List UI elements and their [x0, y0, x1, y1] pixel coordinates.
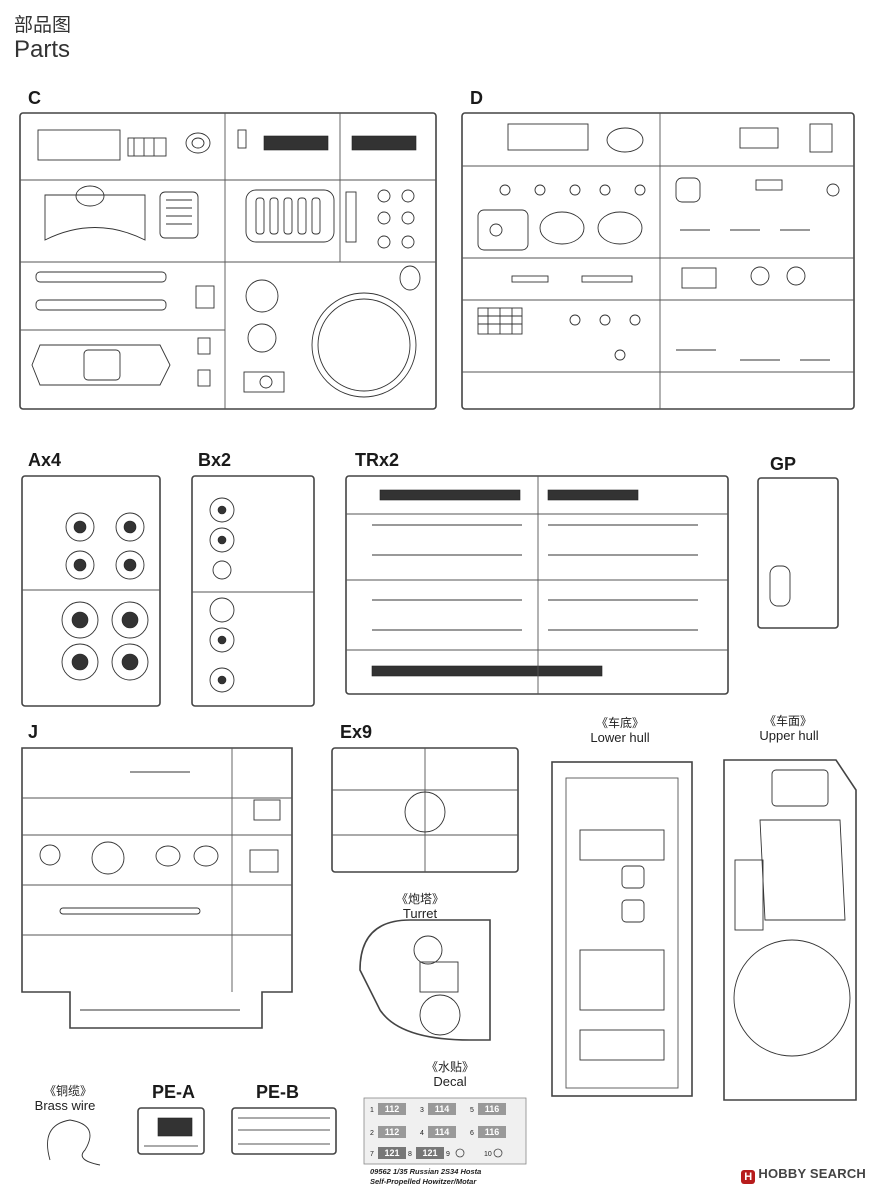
decal-number: 1: [370, 1107, 374, 1114]
decal-mark: [378, 1147, 406, 1159]
sprue-a: [21, 475, 161, 707]
sprue-label-j: J: [28, 722, 39, 742]
turret-label-en: Turret: [402, 906, 438, 921]
pe-b-label: PE-B: [256, 1082, 300, 1102]
decal-mark: [478, 1103, 506, 1115]
sprue-e: [331, 747, 519, 873]
decal-mark: [416, 1147, 444, 1159]
upper-hull-label-cn: 《车面》: [763, 714, 812, 728]
sprue-c: [19, 112, 437, 410]
decal-caption-1: 09562 1/35 Russian 2S34 Hosta: [370, 1167, 481, 1176]
lower-hull-label-cn: 《车底》: [595, 716, 644, 730]
sprue-label-a: Ax4: [28, 450, 62, 470]
sprue-label-b: Bx2: [198, 450, 232, 470]
decal-label-en: Decal: [433, 1074, 467, 1089]
sprue-label-gp: GP: [770, 454, 797, 474]
decal-number: 9: [446, 1151, 450, 1158]
lower-hull-label-en: Lower hull: [590, 730, 650, 745]
decal-number: 7: [370, 1151, 374, 1158]
header-title-cn: 部品图: [14, 15, 72, 36]
header-title-en: Parts: [14, 36, 71, 63]
upper-hull-part: [723, 759, 857, 1101]
pe-b-fret: [231, 1107, 337, 1155]
sprue-label-d: D: [470, 88, 483, 108]
turret-part: [359, 919, 491, 1041]
upper-hull-label-en: Upper hull: [759, 728, 819, 743]
decal-caption-2: Self-Propelled Howitzer/Motar: [370, 1177, 477, 1186]
decal-mark-text: 114: [435, 1127, 450, 1137]
pe-a-label: PE-A: [152, 1082, 196, 1102]
watermark-text: HOBBY SEARCH: [758, 1166, 866, 1181]
decal-roundel: [455, 1148, 465, 1158]
decal-mark-text: 121: [384, 1148, 399, 1158]
decal-number: 4: [420, 1130, 424, 1137]
decal-mark-text: 112: [385, 1104, 400, 1114]
turret-label-cn: 《炮塔》: [395, 892, 444, 906]
decal-label-cn: 《水贴》: [425, 1060, 474, 1074]
decal-roundel: [493, 1148, 503, 1158]
decal-mark-text: 114: [435, 1104, 450, 1114]
sprue-label-tr: TRx2: [355, 450, 400, 470]
decal-mark: [428, 1103, 456, 1115]
sprue-j: [21, 747, 293, 1029]
decal-mark: [378, 1103, 406, 1115]
brass-label-en: Brass wire: [34, 1098, 96, 1113]
pe-a-fret: [137, 1107, 205, 1155]
sprue-label-c: C: [28, 88, 41, 108]
decal-number: 5: [470, 1107, 474, 1114]
decal-items: 1 112 3 114 5 116 2 112 4 114 6 116 7 121 8 121 9 10: [370, 1103, 506, 1159]
decal-mark: [378, 1126, 406, 1138]
brass-label-cn: 《铜缆》: [43, 1084, 92, 1098]
decal-mark: [478, 1126, 506, 1138]
brass-wire: [47, 1119, 101, 1166]
decal-number: 3: [420, 1107, 424, 1114]
decal-mark-text: 112: [385, 1127, 400, 1137]
sprue-label-e: Ex9: [340, 722, 373, 742]
sprue-gp: [757, 477, 839, 629]
decal-mark-text: 116: [485, 1104, 500, 1114]
decal-number: 8: [408, 1151, 412, 1158]
decal-number: 10: [484, 1151, 492, 1158]
decal-number: 6: [470, 1130, 474, 1137]
sprue-tr: [345, 475, 729, 695]
sprue-b: [191, 475, 315, 707]
lower-hull-part: [551, 761, 693, 1097]
decal-number: 2: [370, 1130, 374, 1137]
decal-mark: [428, 1126, 456, 1138]
decal-mark-text: 121: [422, 1148, 437, 1158]
decal-mark-text: 116: [485, 1127, 500, 1137]
hobbysearch-logo-icon: H: [741, 1170, 756, 1184]
sprue-d: [461, 112, 855, 410]
